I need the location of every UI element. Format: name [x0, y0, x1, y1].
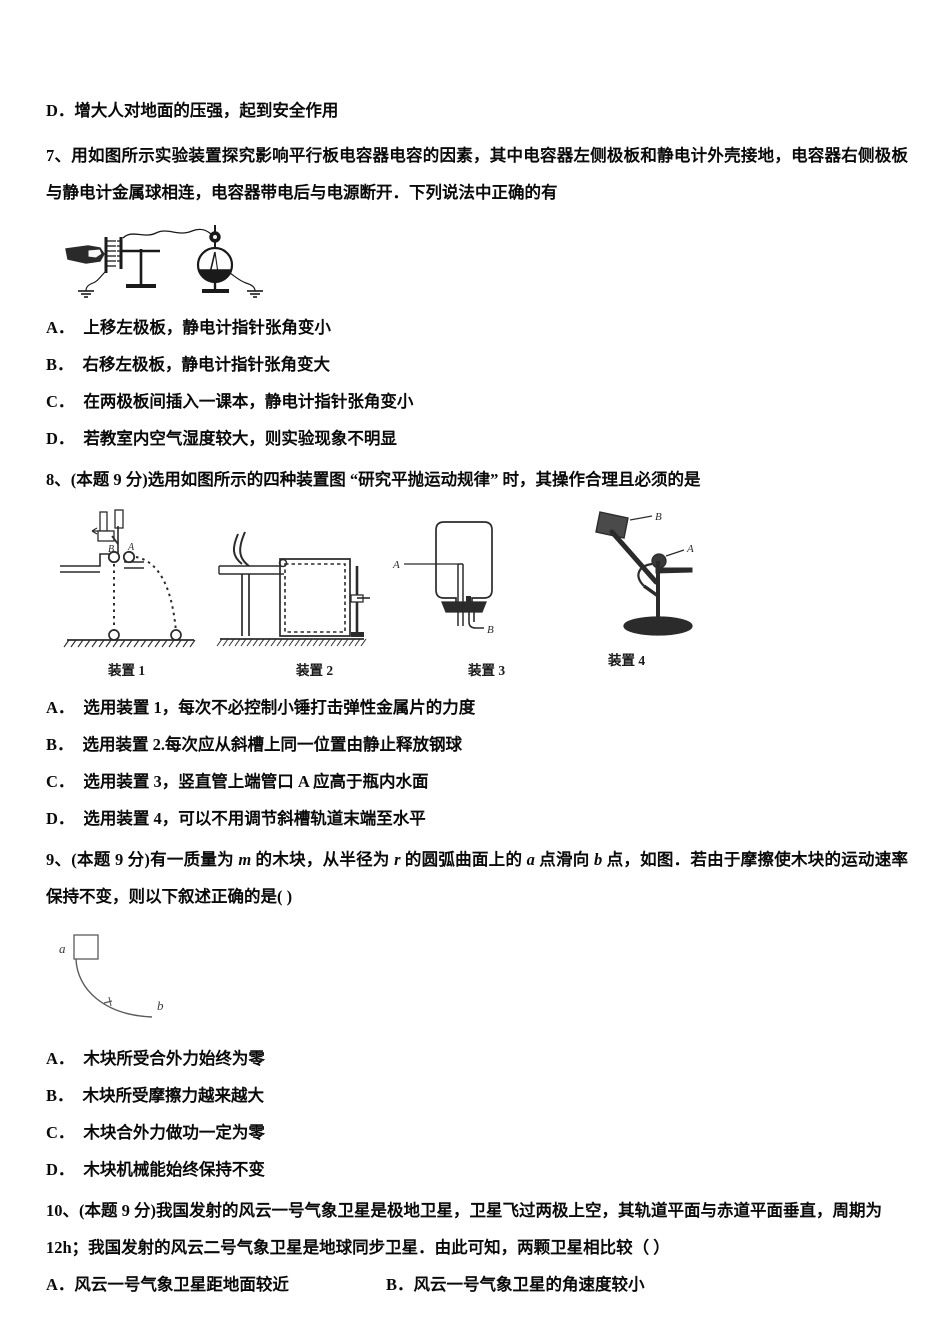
option-label: C． — [46, 392, 75, 411]
question-8-score-tag: (本题 9 分) — [70, 470, 148, 489]
apparatus-caption-2: 装置 2 — [296, 663, 334, 678]
apparatus-caption-4: 装置 4 — [608, 653, 646, 668]
apparatus-caption-1: 装置 1 — [108, 663, 146, 678]
question-10-stem-line-1: 10、(本题 9 分)我国发射的风云一号气象卫星是极地卫星，卫星飞过两极上空，其… — [46, 1192, 908, 1229]
option-text: 风云一号气象卫星距地面较近 — [74, 1275, 289, 1294]
question-9-number: 9、 — [46, 850, 72, 869]
option-label: D． — [46, 429, 75, 448]
question-7-stem: 7、用如图所示实验装置探究影响平行板电容器电容的因素，其中电容器左侧极板和静电计… — [46, 137, 908, 211]
question-10-score-tag: (本题 9 分) — [79, 1201, 156, 1220]
svg-text:A: A — [686, 543, 694, 555]
point-a: a — [526, 850, 535, 869]
question-7-number: 7、 — [46, 146, 72, 165]
document-body: D．增大人对地面的压强，起到安全作用 7、用如图所示实验装置探究影响平行板电容器… — [46, 92, 908, 1303]
question-9-text-4: 点滑向 — [534, 850, 594, 869]
svg-text:a: a — [59, 941, 66, 956]
option-text: 选用装置 4，可以不用调节斜槽轨道末端至水平 — [83, 809, 426, 828]
question-9-option-a: A． 木块所受合外力始终为零 — [46, 1040, 908, 1077]
option-label: B． — [46, 355, 74, 374]
question-7-text: 用如图所示实验装置探究影响平行板电容器电容的因素，其中电容器左侧极板和静电计外壳… — [46, 146, 909, 202]
option-text: 选用装置 3，竖直管上端管口 A 应高于瓶内水面 — [83, 772, 429, 791]
question-7-option-d: D． 若教室内空气湿度较大，则实验现象不明显 — [46, 420, 908, 457]
question-9-text-5: 点，如图．若由于摩擦使木块的运动速率保持不变，则以下叙述正确的是( ) — [46, 850, 909, 906]
option-label: A． — [46, 698, 75, 717]
question-7-option-c: C． 在两极板间插入一课本，静电计指针张角变小 — [46, 383, 908, 420]
option-text: 上移左极板，静电计指针张角变小 — [83, 318, 331, 337]
question-8-option-a: A． 选用装置 1，每次不必控制小锤打击弹性金属片的力度 — [46, 689, 908, 726]
question-8-option-b: B． 选用装置 2.每次应从斜槽上同一位置由静止释放钢球 — [46, 726, 908, 763]
option-text: 选用装置 2.每次应从斜槽上同一位置由静止释放钢球 — [82, 735, 463, 754]
svg-text:A: A — [127, 542, 135, 553]
question-8-option-d: D． 选用装置 4，可以不用调节斜槽轨道末端至水平 — [46, 800, 908, 837]
option-label: D． — [46, 809, 75, 828]
option-label: C． — [46, 772, 75, 791]
point-b: b — [593, 850, 603, 869]
question-9-option-b: B． 木块所受摩擦力越来越大 — [46, 1077, 908, 1114]
option-label: B． — [46, 735, 74, 754]
option-label: C． — [46, 1123, 75, 1142]
question-9-text-3: 的圆弧曲面上的 — [400, 850, 527, 869]
apparatus-captions: 装置 1 装置 2 装置 3 装置 4 — [46, 653, 908, 681]
option-label: B． — [46, 1086, 74, 1105]
option-label: A． — [46, 1049, 75, 1068]
option-text: 木块所受合外力始终为零 — [83, 1049, 265, 1068]
svg-text:A: A — [392, 559, 400, 571]
figure-four-apparatus: B A — [52, 504, 908, 659]
option-label: A． — [46, 1275, 75, 1294]
svg-text:b: b — [157, 998, 164, 1013]
four-apparatus-svg: B A — [60, 509, 694, 648]
option-text: 右移左极板，静电计指针张角变大 — [82, 355, 331, 374]
variable-r: r — [394, 850, 401, 869]
arc-block-svg: a b — [59, 934, 164, 1018]
option-text: 风云一号气象卫星的角速度较小 — [413, 1275, 645, 1294]
question-10-options-row: A．风云一号气象卫星距地面较近 B．风云一号气象卫星的角速度较小 — [46, 1266, 908, 1303]
question-8-number: 8、 — [46, 470, 71, 489]
option-label: B． — [386, 1275, 414, 1294]
question-10-stem-line-2: 12h；我国发射的风云二号气象卫星是地球同步卫星．由此可知，两颗卫星相比较（ ） — [46, 1238, 670, 1257]
apparatus-caption-3: 装置 3 — [468, 663, 506, 678]
option-text: 在两极板间插入一课本，静电计指针张角变小 — [83, 392, 414, 411]
svg-text:B: B — [655, 511, 662, 523]
question-7-option-a: A． 上移左极板，静电计指针张角变小 — [46, 309, 908, 346]
question-8-stem: 8、(本题 9 分)选用如图所示的四种装置图 “研究平抛运动规律” 时，其操作合… — [46, 461, 908, 498]
svg-text:B: B — [108, 544, 114, 555]
question-9-option-d: D． 木块机械能始终保持不变 — [46, 1151, 908, 1188]
figure-arc-block: a b — [52, 927, 908, 1032]
previous-question-option-d: D．增大人对地面的压强，起到安全作用 — [46, 101, 339, 120]
question-9-text-2: 的木块，从半径为 — [251, 850, 395, 869]
question-9-stem: 9、(本题 9 分)有一质量为 m 的木块，从半径为 r 的圆弧曲面上的 a 点… — [46, 841, 908, 915]
option-text: 木块合外力做功一定为零 — [83, 1123, 265, 1142]
question-7-option-b: B． 右移左极板，静电计指针张角变大 — [46, 346, 908, 383]
question-10-number: 10、 — [46, 1201, 79, 1220]
option-text: 选用装置 1，每次不必控制小锤打击弹性金属片的力度 — [83, 698, 476, 717]
variable-m: m — [238, 850, 252, 869]
option-label: D． — [46, 1160, 75, 1179]
question-9-score-tag: (本题 9 分) — [71, 850, 150, 869]
question-8-option-c: C． 选用装置 3，竖直管上端管口 A 应高于瓶内水面 — [46, 763, 908, 800]
option-label: A． — [46, 318, 75, 337]
option-text: 若教室内空气湿度较大，则实验现象不明显 — [83, 429, 397, 448]
question-10-option-b: B．风云一号气象卫星的角速度较小 — [386, 1266, 908, 1303]
capacitor-electroscope-svg — [65, 225, 263, 298]
option-text: 木块机械能始终保持不变 — [83, 1160, 265, 1179]
question-9-option-c: C． 木块合外力做功一定为零 — [46, 1114, 908, 1151]
figure-capacitor-electroscope — [60, 221, 908, 303]
question-10-text-1: 我国发射的风云一号气象卫星是极地卫星，卫星飞过两极上空，其轨道平面与赤道平面垂直… — [156, 1201, 882, 1220]
question-9-text-1: 有一质量为 — [149, 850, 239, 869]
svg-text:B: B — [487, 624, 494, 636]
question-8-text: 选用如图所示的四种装置图 “研究平抛运动规律” 时，其操作合理且必须的是 — [147, 470, 701, 489]
question-10-option-a: A．风云一号气象卫星距地面较近 — [46, 1266, 386, 1303]
option-text: 木块所受摩擦力越来越大 — [82, 1086, 265, 1105]
